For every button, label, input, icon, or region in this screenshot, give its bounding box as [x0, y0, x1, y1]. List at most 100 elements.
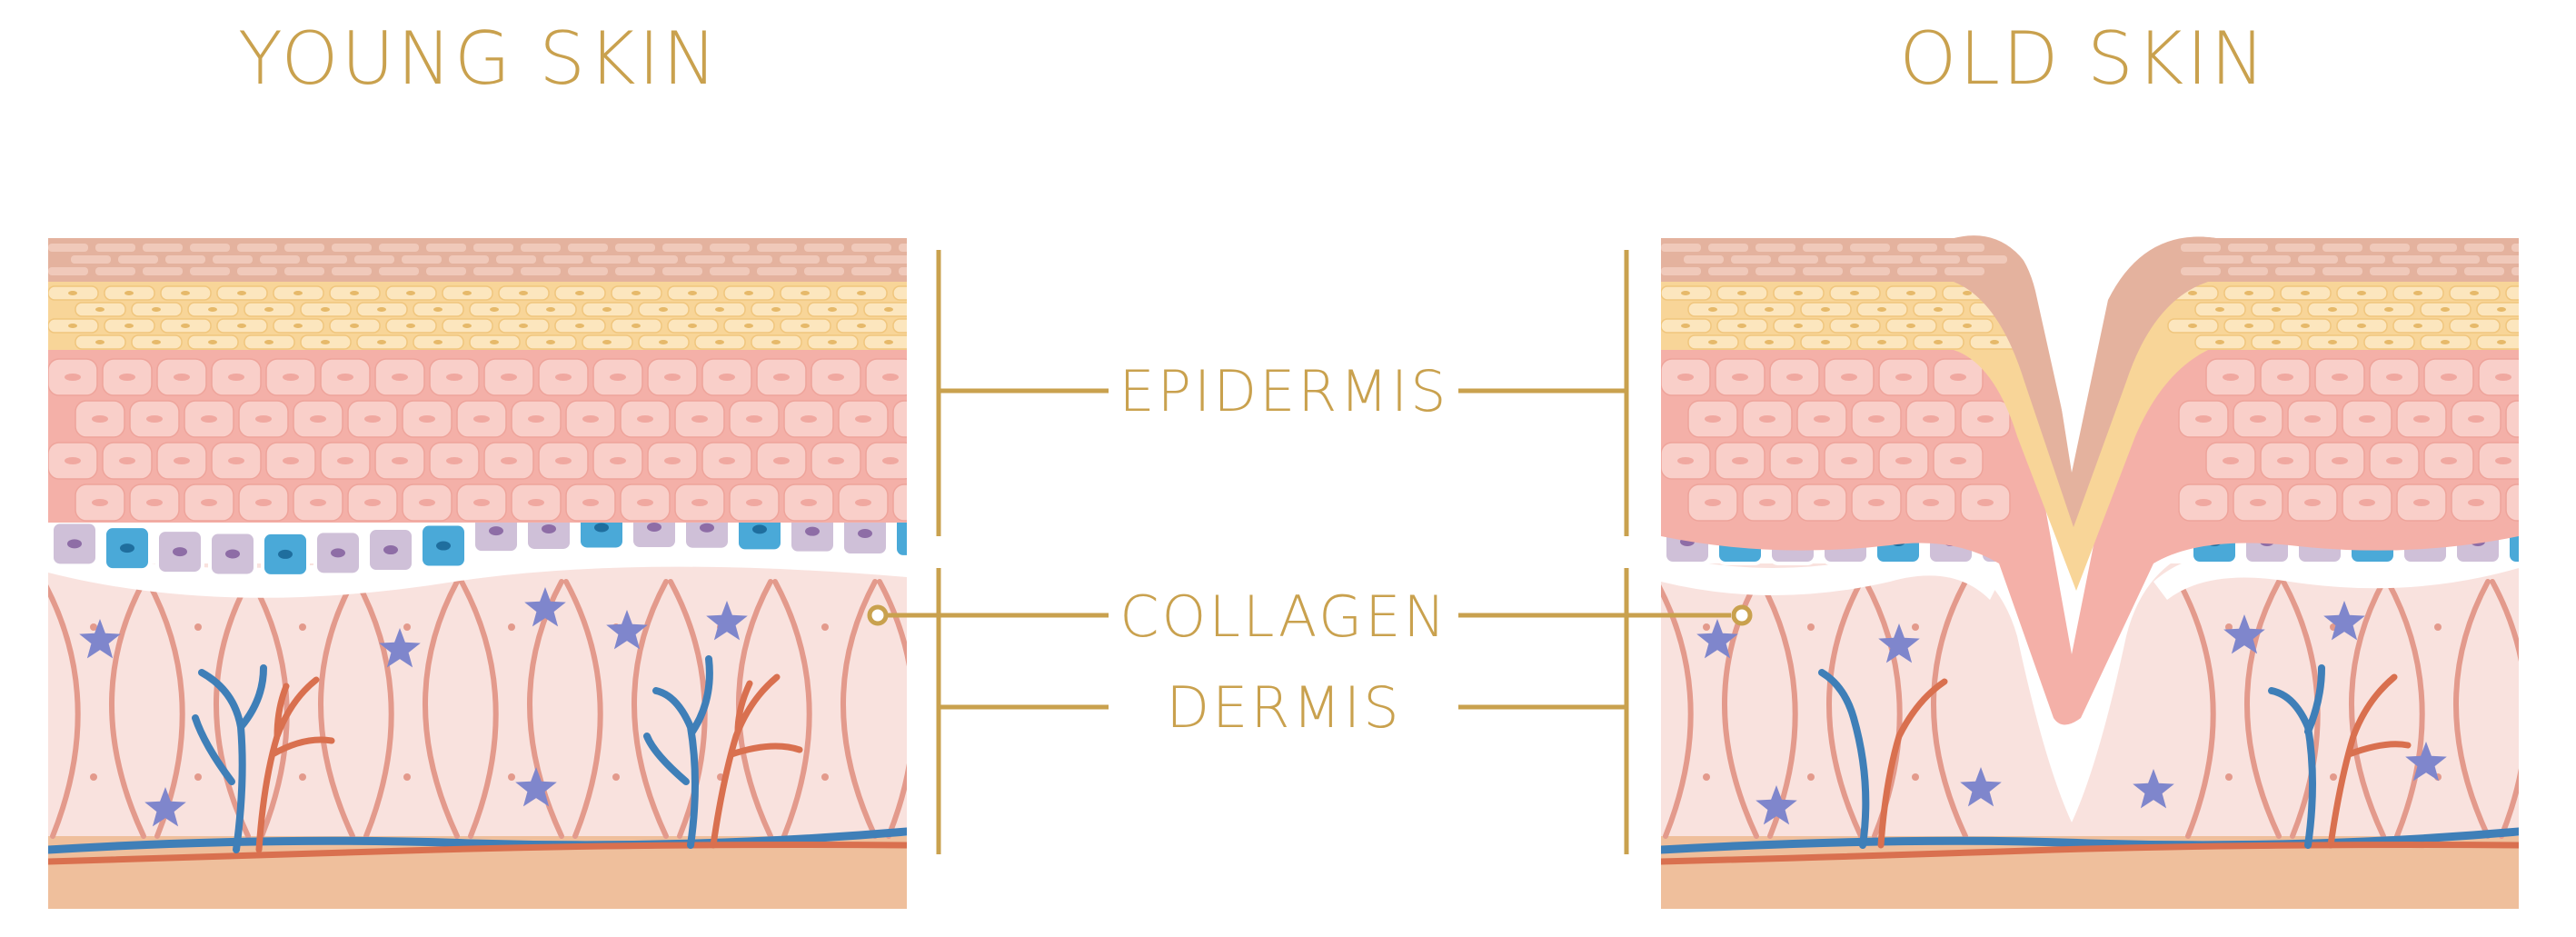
- collagen-fiber: [250, 579, 290, 839]
- spinous-nucleus: [1786, 457, 1803, 464]
- corneum-cell: [780, 255, 820, 264]
- granular-nucleus: [68, 291, 77, 295]
- spinous-nucleus: [664, 374, 681, 381]
- old-stratum-corneum: [1661, 235, 2519, 527]
- granular-nucleus: [519, 324, 528, 328]
- collagen-node: [194, 773, 202, 781]
- collagen-node: [1030, 623, 1038, 631]
- basal-nucleus: [910, 531, 925, 540]
- corneum-cell: [118, 255, 158, 264]
- spinous-nucleus: [746, 499, 762, 506]
- corneum-cell: [521, 244, 561, 252]
- corneum-cell: [827, 255, 867, 264]
- corneum-cell: [568, 267, 608, 275]
- granular-nucleus: [208, 307, 217, 312]
- granular-nucleus: [237, 291, 246, 295]
- granular-nucleus: [801, 324, 810, 328]
- corneum-cell: [1661, 267, 1701, 275]
- spinous-nucleus: [691, 415, 708, 423]
- corneum-cell: [710, 267, 750, 275]
- granular-nucleus: [321, 340, 330, 344]
- fibroblast-star: [2405, 742, 2447, 782]
- spinous-nucleus: [364, 415, 381, 423]
- collagen-node: [1912, 773, 1919, 781]
- young-vein-main: [48, 827, 907, 854]
- old-corneum-cells: [1661, 244, 2519, 275]
- basal-nucleus: [858, 529, 872, 539]
- corneum-cell: [2417, 244, 2457, 252]
- basal-nucleus: [2523, 537, 2538, 546]
- spinous-nucleus: [2413, 499, 2430, 506]
- spinous-nucleus: [1814, 499, 1830, 506]
- spinous-nucleus: [2195, 415, 2212, 423]
- granular-nucleus: [857, 324, 866, 328]
- corneum-cell: [591, 255, 631, 264]
- spinous-nucleus: [2522, 499, 2539, 506]
- granular-nucleus: [152, 340, 161, 344]
- granular-nucleus: [237, 324, 246, 328]
- corneum-cell: [354, 255, 394, 264]
- granular-nucleus: [2301, 324, 2310, 328]
- collagen-node: [612, 773, 620, 781]
- granular-cell: [2505, 285, 2519, 301]
- spinous-nucleus: [2223, 457, 2239, 464]
- corneum-cell: [332, 244, 372, 252]
- spinous-nucleus: [882, 457, 899, 464]
- corneum-cell: [1731, 255, 1771, 264]
- young-corneum-cells: [48, 244, 907, 275]
- spinous-nucleus: [2195, 499, 2212, 506]
- granular-nucleus: [1850, 324, 1859, 328]
- granular-nucleus: [1737, 291, 1746, 295]
- collagen-fiber: [840, 579, 878, 839]
- spinous-cell: [892, 400, 907, 438]
- spinous-nucleus: [664, 457, 681, 464]
- corneum-cell: [2370, 267, 2410, 275]
- granular-nucleus: [2497, 307, 2506, 312]
- basal-nucleus: [594, 523, 609, 533]
- corneum-cell: [1850, 267, 1890, 275]
- spinous-nucleus: [637, 415, 653, 423]
- corneum-cell: [2511, 267, 2519, 275]
- collagen-fiber: [318, 579, 355, 839]
- collagen-node: [821, 623, 829, 631]
- spinous-nucleus: [1732, 457, 1748, 464]
- collagen-fiber: [1661, 579, 1694, 839]
- granular-nucleus: [1877, 340, 1886, 344]
- spinous-nucleus: [2359, 415, 2375, 423]
- corneum-cell: [710, 244, 750, 252]
- collagen-node: [194, 623, 202, 631]
- collagen-node: [1598, 623, 1606, 631]
- dermis-label: DERMIS: [1166, 674, 1401, 741]
- spinous-nucleus: [228, 374, 244, 381]
- collagen-fiber: [2244, 579, 2282, 839]
- spinous-nucleus: [2277, 457, 2293, 464]
- granular-nucleus: [632, 291, 641, 295]
- granular-nucleus: [744, 291, 753, 295]
- young-skin-section: [48, 238, 1038, 909]
- spinous-nucleus: [1868, 499, 1885, 506]
- corneum-cell: [473, 244, 513, 252]
- collagen-node: [2330, 773, 2337, 781]
- spinous-nucleus: [2522, 415, 2539, 423]
- corneum-cell: [2464, 244, 2504, 252]
- granular-nucleus: [2441, 307, 2450, 312]
- young-artery-branch-2: [710, 673, 803, 849]
- corneum-cell: [426, 267, 466, 275]
- granular-nucleus: [462, 291, 472, 295]
- spinous-nucleus: [310, 415, 326, 423]
- corneum-cell: [1755, 244, 1795, 252]
- granular-nucleus: [1963, 324, 1972, 328]
- collagen-node: [403, 773, 411, 781]
- granular-nucleus: [293, 291, 303, 295]
- spinous-nucleus: [555, 457, 572, 464]
- collagen-label: COLLAGEN: [1119, 583, 1448, 650]
- corneum-cell: [2392, 255, 2432, 264]
- granular-nucleus: [293, 324, 303, 328]
- granular-nucleus: [321, 307, 330, 312]
- granular-nucleus: [771, 307, 781, 312]
- collagen-node: [926, 773, 933, 781]
- corneum-cell: [2322, 267, 2362, 275]
- old-granular-cells: [1661, 285, 2519, 350]
- spinous-nucleus: [1841, 374, 1857, 381]
- granular-nucleus: [602, 340, 612, 344]
